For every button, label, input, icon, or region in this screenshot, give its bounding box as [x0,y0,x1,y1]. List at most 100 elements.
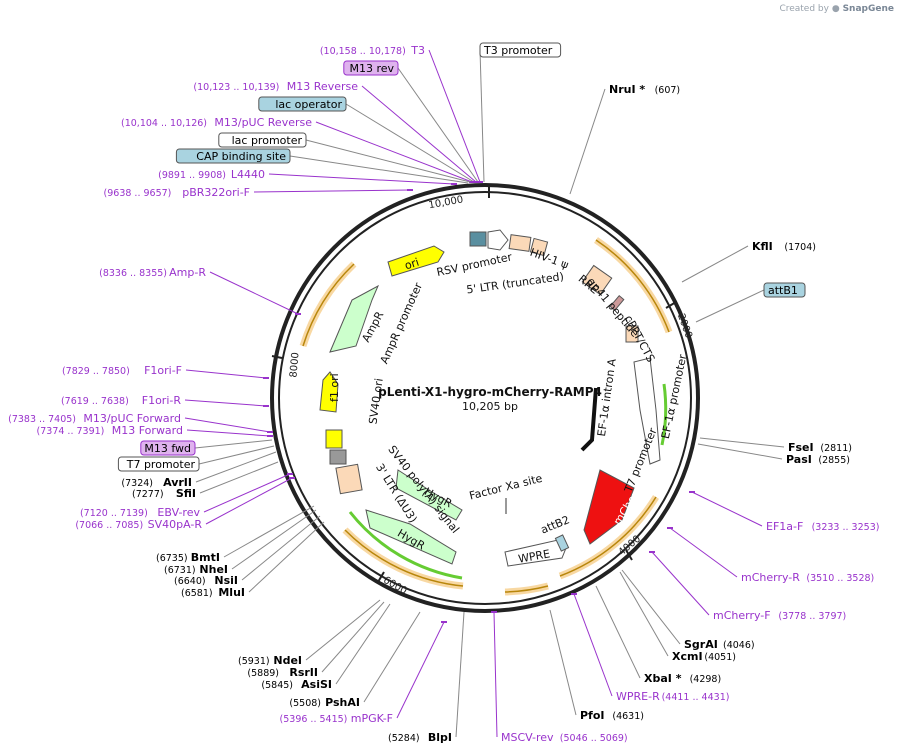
ori-inner-label: ori [403,256,421,273]
label-t3prom[interactable]: T3 promoter [479,42,562,58]
label-attb1[interactable]: attB1 [763,282,806,298]
label-lacop[interactable]: lac operator [258,96,347,112]
snapgene-credit: Created by ● SnapGene [779,4,894,14]
label-name-m13pucf: M13/pUC Forward [83,412,181,425]
label-sgrai[interactable]: SgrAI (4046) [684,638,755,651]
factorxa-label: Factor Xa site [468,472,544,503]
label-pshai[interactable]: PshAI(5508) [289,696,360,709]
label-t7prom[interactable]: T7 promoter [117,456,200,472]
label-range-ampr: (8336 .. 8355) [99,268,167,279]
label-m13puc[interactable]: M13/pUC Reverse(10,104 .. 10,126) [121,116,312,129]
label-m13rev[interactable]: M13 rev [343,60,399,76]
hygr-green-arc [348,511,463,580]
attb2-feature [554,534,570,552]
label-m13f[interactable]: M13 Forward(7374 .. 7391) [37,424,183,437]
label-name-asisi: AsiSI [301,678,332,691]
rsv-promoter-label: RSV promoter [435,250,513,279]
label-asisi[interactable]: AsiSI(5845) [261,678,332,691]
label-ef1af[interactable]: EF1a-F(3233 .. 3253) [766,520,879,533]
label-range-bmti: (6735) [156,553,188,564]
label-sv40par[interactable]: SV40pA-R(7066 .. 7085) [75,518,202,531]
label-wprer[interactable]: WPRE-R(4411 .. 4431) [616,690,729,703]
leader-line-attb1 [695,289,765,323]
leader-line-sgrai [621,569,681,645]
feature-arc-c-line [504,585,549,593]
label-f1orif[interactable]: F1ori-F(7829 .. 7850) [62,364,182,377]
sv40ori-label: SV40 ori [367,377,386,425]
label-range-rsrii: (5889) [247,668,279,679]
ef1a-promoter-feature [633,357,661,465]
label-m13pucf[interactable]: M13/pUC Forward(7383 .. 7405) [8,412,181,425]
label-box-attb1 [763,282,806,298]
label-name-m13rev: M13 rev [349,62,394,75]
label-range-msclvrev: (5046 .. 5069) [560,733,628,744]
label-range-m13reverse: (10,123 .. 10,139) [193,82,279,93]
feature-arc-e-line [302,263,355,347]
tick-label-8000: 8000 [288,352,301,378]
leader-line-kfli [681,245,749,283]
label-f1orir[interactable]: F1ori-R(7619 .. 7638) [61,394,181,407]
label-nsii[interactable]: NsiI(6640) [174,574,238,587]
label-nhei[interactable]: NheI(6731) [164,563,228,576]
label-ampr[interactable]: Amp-R(8336 .. 8355) [99,266,206,279]
label-bmti[interactable]: BmtI(6735) [156,551,220,564]
label-sfii[interactable]: SfiI(7277) [132,487,196,500]
label-name-ampr: Amp-R [169,266,206,279]
label-range-sgrai: (4046) [723,640,755,651]
label-box-m13fwd [140,440,196,456]
label-pasi[interactable]: PasI(2855) [786,453,850,466]
label-name-mcherryr: mCherry-R [741,571,800,584]
label-name-pshai: PshAI [325,696,360,709]
label-mpgkf[interactable]: mPGK-F(5396 .. 5415) [280,712,393,725]
tick-mark [377,571,385,583]
leader-line-pfoi [549,609,577,716]
feature-arc-a-line [595,239,670,333]
leader-line-f1orir [184,399,267,407]
label-l4440[interactable]: L4440(9891 .. 9908) [158,168,265,181]
label-fsei[interactable]: FseI(2811) [788,441,852,454]
label-ndei[interactable]: NdeI(5931) [238,654,302,667]
label-rsrii[interactable]: RsrII (5889) [247,666,318,679]
label-m13reverse[interactable]: M13 Reverse(10,123 .. 10,139) [193,80,358,93]
label-name-t3: T3 [410,44,425,57]
label-range-pasi: (2855) [818,455,850,466]
label-name-mcherryf: mCherry-F [713,609,771,622]
tick-mark [625,549,633,561]
label-xcmi[interactable]: XcmI(4051) [672,650,736,663]
label-mlui[interactable]: MluI(6581) [181,586,245,599]
label-avrii[interactable]: AvrII(7324) [121,476,192,489]
label-name-cap: CAP binding site [196,150,286,163]
feature-arc-b-line [559,496,657,577]
label-pbr[interactable]: pBR322ori-F(9638 .. 9657) [104,186,250,199]
label-name-rsrii: RsrII [289,666,318,679]
leader-line-nsii [241,515,321,581]
label-name-sgrai: SgrAI [684,638,718,651]
label-lacprom[interactable]: lac promoter [218,132,307,148]
label-mcherryf[interactable]: mCherry-F(3778 .. 3797) [713,609,846,622]
label-cap[interactable]: CAP binding site [175,148,291,164]
label-name-sfii: SfiI [176,487,196,500]
label-blpi[interactable]: BlpI(5284) [388,731,452,744]
leader-line-lacop [345,103,475,183]
hiv-psi-feature [529,237,549,257]
tick-mark [665,301,677,309]
leader-line-m13rev [397,67,479,183]
label-name-l4440: L4440 [231,168,265,181]
label-name-xbai: XbaI * [644,672,682,685]
label-t3[interactable]: T3(10,158 .. 10,178) [320,44,425,57]
label-nrui[interactable]: NruI *(607) [609,83,680,96]
label-mcherryr[interactable]: mCherry-R(3510 .. 3528) [741,571,874,584]
label-xbai[interactable]: XbaI *(4298) [644,672,721,685]
label-msclvrev[interactable]: MSCV-rev(5046 .. 5069) [501,731,628,744]
leader-line-t7prom [198,445,275,465]
label-kfli[interactable]: KflI(1704) [752,240,816,253]
label-range-sv40par: (7066 .. 7085) [75,520,143,531]
ef1a-intron-bar [580,387,598,452]
label-pfoi[interactable]: PfoI(4631) [580,709,644,722]
label-m13fwd[interactable]: M13 fwd [140,440,196,456]
label-name-avrii: AvrII [163,476,192,489]
label-range-pbr: (9638 .. 9657) [104,188,172,199]
leader-line-msclvrev [493,611,498,738]
leader-line-wprer [573,593,613,697]
label-ebvrev[interactable]: EBV-rev(7120 .. 7139) [80,506,201,519]
